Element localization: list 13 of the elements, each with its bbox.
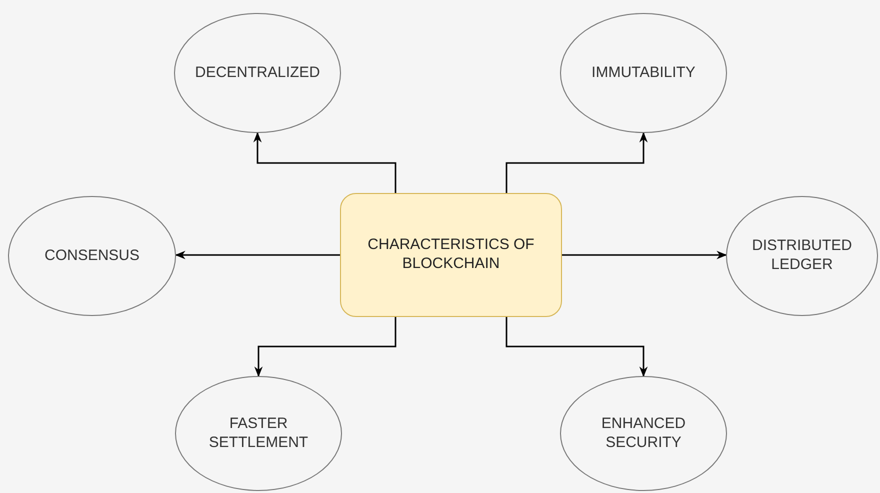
arrow xyxy=(562,250,728,260)
arrow xyxy=(506,132,648,193)
ellipse-node: FASTER SETTLEMENT xyxy=(175,376,342,491)
arrow xyxy=(506,317,648,378)
arrow xyxy=(253,132,396,193)
ellipse-node: CONSENSUS xyxy=(8,196,176,316)
ellipse-node: IMMUTABILITY xyxy=(560,13,727,133)
arrow xyxy=(174,250,340,260)
ellipse-node: DECENTRALIZED xyxy=(174,13,341,133)
topic-box: CHARACTERISTICS OF BLOCKCHAIN xyxy=(340,193,562,317)
ellipse-node: DISTRIBUTED LEDGER xyxy=(726,196,878,316)
ellipse-node: ENHANCED SECURITY xyxy=(560,376,727,491)
arrow xyxy=(254,317,396,378)
